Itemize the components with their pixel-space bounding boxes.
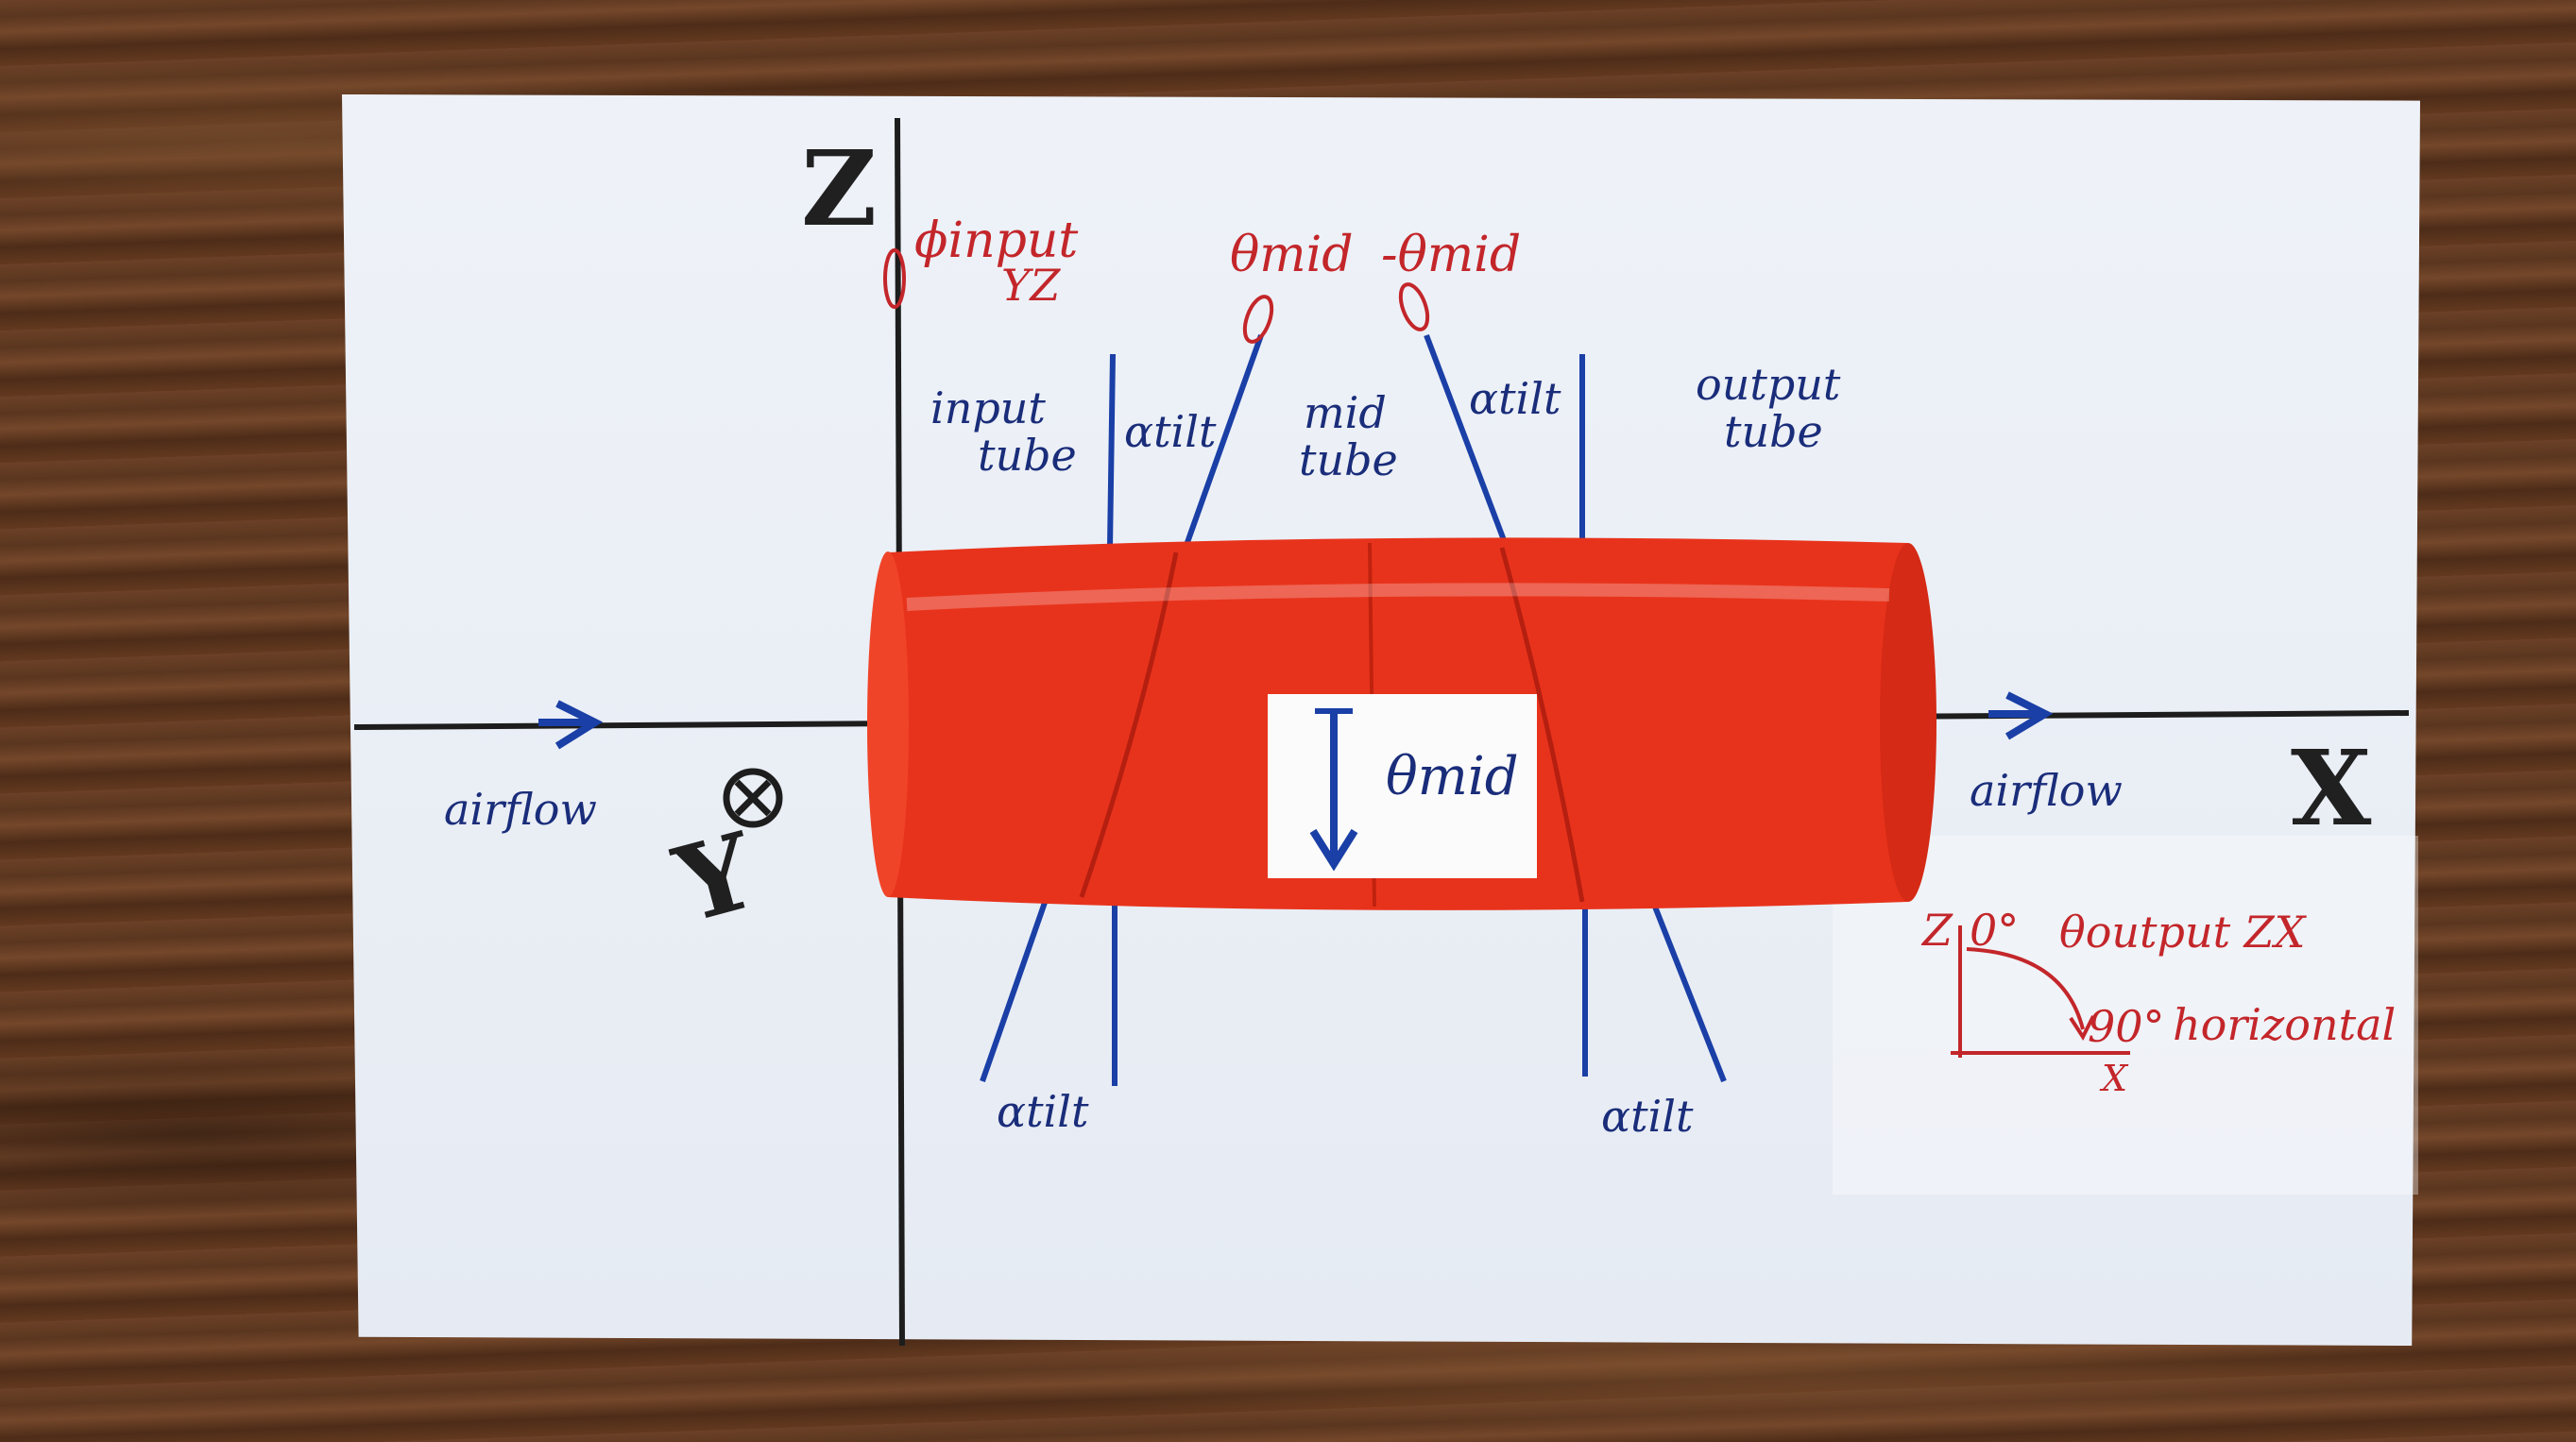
inset-z-label: Z [1922,905,1953,956]
input-tilt-line-bottom [980,896,1049,1082]
output-tube-label-line2: tube [1724,406,1823,457]
down-arrow-icon [1309,708,1358,872]
neg-theta-mid-label: -θmid [1381,227,1522,283]
input-tube-label-line2: tube [978,430,1077,481]
tube-highlight [906,583,1890,611]
tube-output-end [1880,543,1936,902]
inset-ninety-deg-label: 90° [2088,1001,2165,1052]
input-tube-label-line1: input [930,382,1046,433]
output-tube-label-line1: output [1696,359,1841,410]
theta-mid-sticker: θmid [1268,694,1537,878]
theta-mid-rotation-marker [1242,295,1274,344]
input-cut-line-top [1107,353,1116,549]
tube-joint-1 [1079,551,1179,898]
neg-theta-mid-rotation-marker [1398,282,1430,331]
theta-mid-label: θmid [1230,227,1354,283]
mid-tube-label-line1: mid [1304,387,1387,438]
output-tilt-line-bottom [1650,900,1727,1083]
mid-tilt-line-top-right [1424,333,1510,550]
z-axis-label: Z [801,127,878,249]
alpha-tilt-label-bottom-output: αtilt [1601,1091,1694,1142]
mid-tube-label-line2: tube [1299,434,1398,485]
phi-input-subscript: YZ [1001,260,1061,311]
airflow-arrow-right [1988,691,2054,740]
x-axis-label: X [2291,727,2372,849]
inset-x-label: X [2102,1058,2128,1099]
phi-input-label: ϕinput [914,212,1079,269]
inset-theta-output-label: θoutput ZX [2059,907,2306,958]
inset-arc-arrow [2069,1015,2095,1042]
y-into-page-icon [723,768,783,828]
alpha-tilt-label-top-input: αtilt [1124,406,1217,457]
inset-horizontal-label: horizontal [2173,999,2397,1050]
alpha-tilt-label-bottom-input: αtilt [997,1086,1089,1137]
tube-joint-3 [1499,547,1585,903]
inset-angle-diagram [1951,925,2130,1058]
airflow-label-left: airflow [444,784,597,835]
phi-input-rotation-marker [883,248,906,309]
airflow-label-right: airflow [1970,765,2123,816]
y-cross-mark [734,779,772,817]
tube-input-end [867,551,909,897]
alpha-tilt-label-top-output: αtilt [1469,373,1561,424]
inset-label-patch [1833,836,2418,1195]
airflow-arrow-left [538,700,604,750]
sticker-theta-label: θmid [1386,746,1519,807]
inset-arc [1966,947,2085,1030]
inset-zero-deg-label: 0° [1970,905,2020,956]
mid-tilt-line-top-left [1183,333,1264,550]
